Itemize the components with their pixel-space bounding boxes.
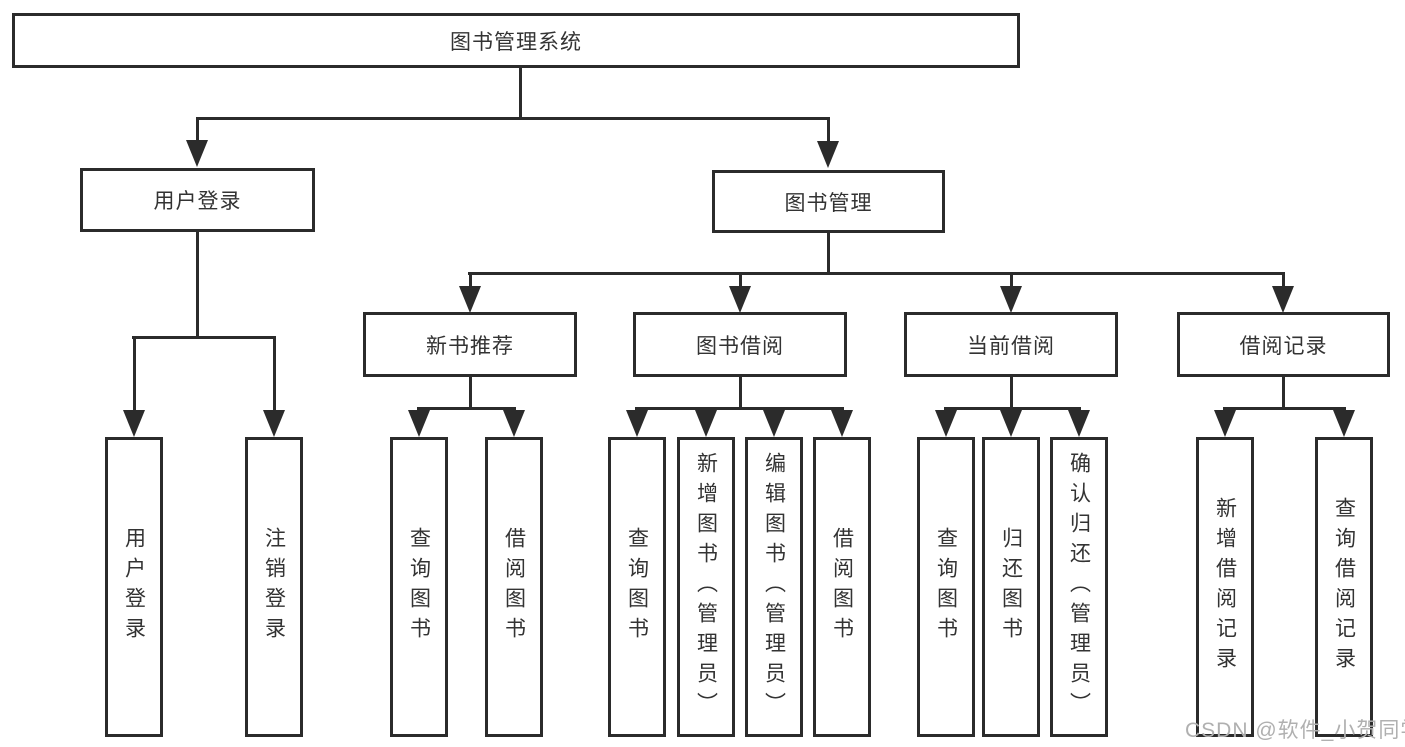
- leaf-borrow-books-recommend: 借阅图书: [485, 437, 543, 737]
- arrow-down-icon: [626, 410, 648, 437]
- leaf-borrow-books-borrowing: 借阅图书: [813, 437, 871, 737]
- leaf-confirm-return-admin: 确认归还（管理员）: [1050, 437, 1108, 737]
- arrow-down-icon: [459, 286, 481, 313]
- arrow-down-icon: [1214, 410, 1236, 437]
- connector-line: [469, 275, 472, 287]
- connector-line: [1010, 275, 1013, 287]
- connector-line: [827, 120, 830, 141]
- connector-line: [827, 233, 830, 274]
- connector-line: [469, 377, 472, 409]
- arrow-down-icon: [1000, 286, 1022, 313]
- node-current-borrowing: 当前借阅: [904, 312, 1118, 377]
- arrow-down-icon: [1000, 410, 1022, 437]
- node-book-borrowing: 图书借阅: [633, 312, 847, 377]
- arrow-down-icon: [186, 140, 208, 167]
- connector-line: [196, 120, 199, 141]
- arrow-down-icon: [1333, 410, 1355, 437]
- leaf-logout: 注销登录: [245, 437, 303, 737]
- leaf-add-borrow-record: 新增借阅记录: [1196, 437, 1254, 737]
- connector-line: [739, 377, 742, 409]
- leaf-edit-books-admin: 编辑图书（管理员）: [745, 437, 803, 737]
- arrow-down-icon: [1272, 286, 1294, 313]
- arrow-down-icon: [1068, 410, 1090, 437]
- connector-line: [132, 336, 276, 339]
- arrow-down-icon: [817, 141, 839, 168]
- arrow-down-icon: [695, 410, 717, 437]
- connector-line: [519, 68, 522, 118]
- arrow-down-icon: [263, 410, 285, 437]
- connector-line: [944, 407, 1081, 410]
- node-library-management-system: 图书管理系统: [12, 13, 1020, 68]
- leaf-query-books-recommend: 查询图书: [390, 437, 448, 737]
- connector-line: [468, 272, 1285, 275]
- node-book-management: 图书管理: [712, 170, 945, 233]
- connector-line: [196, 117, 830, 120]
- watermark: CSDN @软件_小贺同学: [1185, 719, 1405, 742]
- connector-line: [1010, 377, 1013, 409]
- node-borrowing-records: 借阅记录: [1177, 312, 1390, 377]
- leaf-return-books: 归还图书: [982, 437, 1040, 737]
- connector-line: [1282, 275, 1285, 287]
- leaf-user-login: 用户登录: [105, 437, 163, 737]
- leaf-add-books-admin: 新增图书（管理员）: [677, 437, 735, 737]
- leaf-query-books-current: 查询图书: [917, 437, 975, 737]
- arrow-down-icon: [123, 410, 145, 437]
- connector-line: [1282, 377, 1285, 409]
- arrow-down-icon: [763, 410, 785, 437]
- connector-line: [739, 275, 742, 287]
- arrow-down-icon: [935, 410, 957, 437]
- connector-line: [196, 232, 199, 339]
- arrow-down-icon: [831, 410, 853, 437]
- leaf-query-books-borrowing: 查询图书: [608, 437, 666, 737]
- connector-line: [635, 407, 844, 410]
- node-user-login: 用户登录: [80, 168, 315, 232]
- arrow-down-icon: [729, 286, 751, 313]
- arrow-down-icon: [503, 410, 525, 437]
- connector-line: [1223, 407, 1346, 410]
- arrow-down-icon: [408, 410, 430, 437]
- connector-line: [133, 339, 136, 411]
- leaf-query-borrow-record: 查询借阅记录: [1315, 437, 1373, 737]
- node-new-book-recommendation: 新书推荐: [363, 312, 577, 377]
- connector-line: [273, 339, 276, 411]
- connector-line: [417, 407, 516, 410]
